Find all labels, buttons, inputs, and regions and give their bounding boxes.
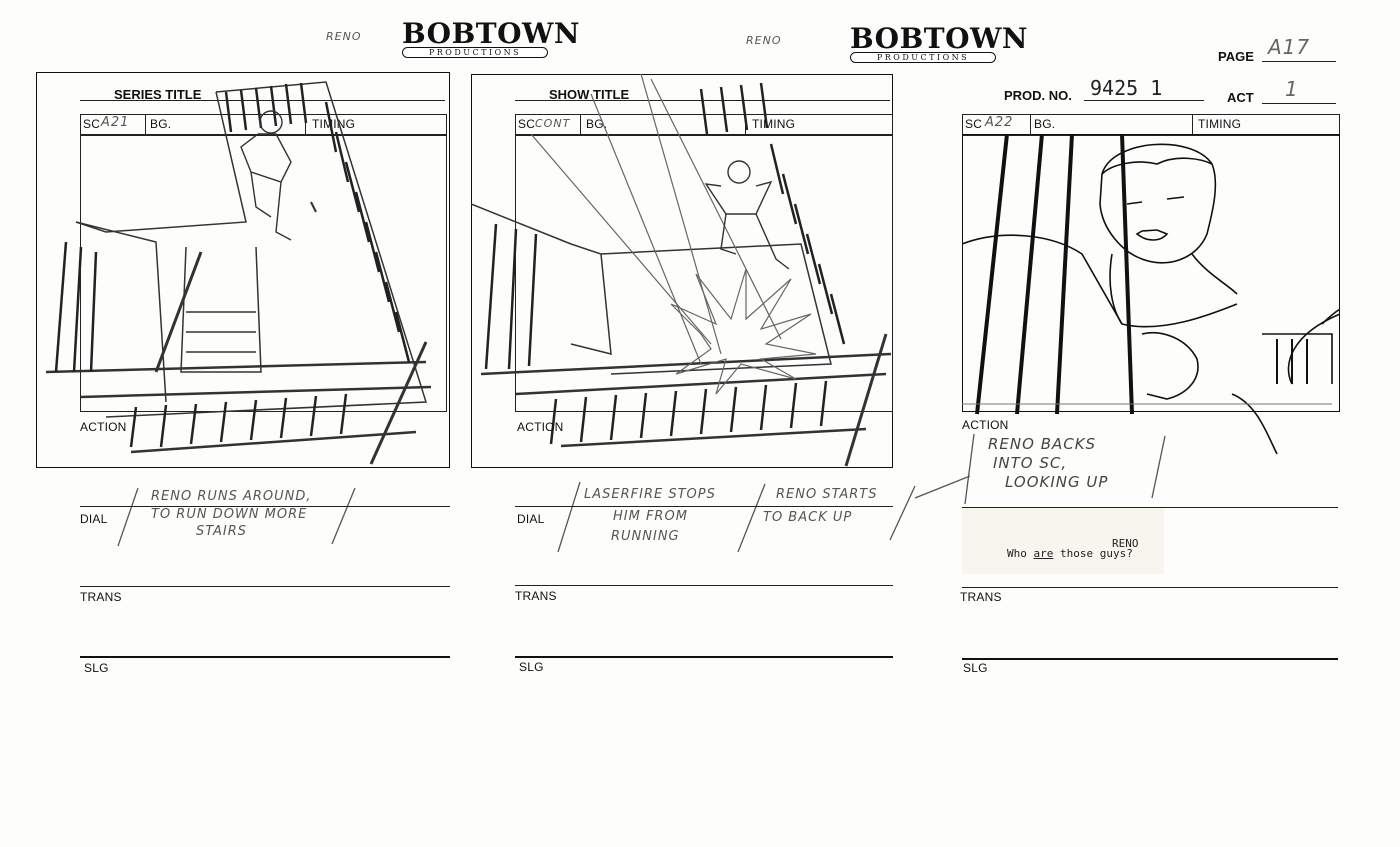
panel-2-note-a-line-2: HIM FROM <box>613 509 688 524</box>
panel-1-trans-rule <box>80 586 450 587</box>
panel-1-trans-label: TRANS <box>80 590 122 604</box>
dialogue-emphasis: are <box>1033 547 1054 560</box>
panel-3-field-row <box>962 114 1340 136</box>
panel-3-slg-label: SLG <box>963 661 988 675</box>
act-value: 1 <box>1285 77 1299 101</box>
panel-2-trans-rule <box>515 585 893 586</box>
panel-1-note-line-2: TO RUN DOWN MORE <box>151 507 308 522</box>
panel-3-dial-rule <box>962 507 1338 508</box>
panel-2-scene-number: CONT <box>535 117 571 130</box>
panel-3-timing-label: TIMING <box>1198 117 1242 131</box>
page-underline <box>1262 61 1336 62</box>
act-underline <box>1262 103 1336 104</box>
panel-1-dial-rule <box>80 506 450 507</box>
panel-2-note-a-line-3: RUNNING <box>611 529 680 544</box>
panel-2-timing-label: TIMING <box>752 117 796 131</box>
panel-3-sc-label: SC <box>965 117 983 131</box>
panel-3-dialogue-speaker: RENO <box>1112 537 1139 550</box>
panel-2-trans-label: TRANS <box>515 589 557 603</box>
panel-3-trans-label: TRANS <box>960 590 1002 604</box>
panel-3-bg-label: BG. <box>1034 117 1056 131</box>
panel-3-trans-rule <box>962 587 1338 588</box>
panel-2-note-b-line-2: TO BACK UP <box>763 510 853 525</box>
panel-2-sc-label: SC <box>518 117 536 131</box>
show-title-label: SHOW TITLE <box>549 87 630 102</box>
panel-3-dialogue-line: Who are those guys? <box>1007 547 1133 560</box>
prod-no-value: 9425 1 <box>1090 76 1163 100</box>
panel-1-timing-label: TIMING <box>312 117 356 131</box>
panel-2-dial-label: DIAL <box>517 512 545 526</box>
prod-no-underline <box>1084 100 1204 101</box>
panel-1-character-note: RENO <box>326 30 362 43</box>
panel-3-picture-area <box>962 134 1340 412</box>
panel-1-bg-label: BG. <box>150 117 172 131</box>
panel-3-action-note-line-1: RENO BACKS <box>988 435 1097 453</box>
panel-2-action-label: ACTION <box>517 420 564 434</box>
prod-no-label: PROD. NO. <box>1004 88 1072 103</box>
panel-1-note-line-3: STAIRS <box>196 524 248 539</box>
panel-3-scene-number: A22 <box>985 115 1014 130</box>
panel-2-slg-rule <box>515 656 893 658</box>
panel-1-slg-rule <box>80 656 450 658</box>
panel-3-sketch-reno-closeup <box>962 134 1340 454</box>
panel-1-note-line-1: RENO RUNS AROUND, <box>151 489 312 504</box>
panel-2-slg-label: SLG <box>519 660 544 674</box>
panel-1-action-label: ACTION <box>80 420 127 434</box>
studio-logo-right: BOBTOWN PRODUCTIONS <box>850 22 1029 63</box>
panel-1-dial-label: DIAL <box>80 512 108 526</box>
series-title-label: SERIES TITLE <box>114 87 202 102</box>
panel-2-sketch-laserfire <box>471 74 892 467</box>
panel-3-action-note-line-3: LOOKING UP <box>1005 473 1109 491</box>
panel-2-character-note: RENO <box>746 34 782 47</box>
panel-1-sketch-stairwell <box>45 81 432 465</box>
panel-3-slg-rule <box>962 658 1338 660</box>
panel-2-note-a-line-1: LASERFIRE STOPS <box>584 487 716 502</box>
panel-1-scene-number: A21 <box>101 115 130 130</box>
panel-2-note-b-line-1: RENO STARTS <box>776 487 878 502</box>
panel-1-title-rule <box>80 100 445 101</box>
panel-3-action-label: ACTION <box>962 418 1009 432</box>
panel-2-dial-rule <box>515 506 893 507</box>
act-label: ACT <box>1227 90 1254 105</box>
panel-1-slg-label: SLG <box>84 661 109 675</box>
studio-logo-left: BOBTOWN PRODUCTIONS <box>402 17 581 58</box>
panel-3-dialogue-slip <box>962 508 1164 574</box>
panel-3-action-note-line-2: INTO SC, <box>993 454 1068 472</box>
panel-1-frame <box>36 72 450 468</box>
page-label: PAGE <box>1218 49 1254 64</box>
panel-1-sc-label: SC <box>83 117 101 131</box>
page-value: A17 <box>1268 35 1311 59</box>
